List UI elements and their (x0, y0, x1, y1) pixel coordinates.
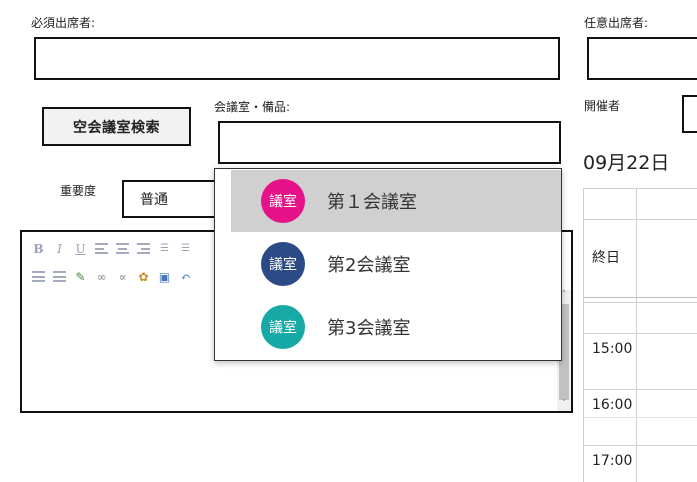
outdent-icon[interactable] (30, 268, 47, 285)
day-calendar: 終日 15:00 16:00 17:00 (583, 188, 697, 482)
bold-icon[interactable]: B (33, 241, 44, 256)
align-center-icon[interactable] (114, 240, 131, 257)
room-option[interactable]: 議室 第１会議室 (231, 170, 561, 232)
calendar-line (584, 333, 697, 334)
unlink-icon[interactable]: ∝ (118, 269, 127, 284)
room-option[interactable]: 議室 第2会議室 (231, 233, 561, 295)
room-option-label: 第3会議室 (327, 318, 411, 339)
scroll-up-icon[interactable]: ˄ (561, 290, 567, 300)
optional-attendees-input[interactable] (587, 37, 697, 80)
calendar-header-line (584, 219, 697, 220)
undo-icon[interactable]: ↶ (180, 269, 191, 284)
room-badge: 議室 (261, 242, 305, 286)
underline-icon[interactable]: U (75, 241, 86, 256)
palette-icon[interactable]: ✿ (138, 269, 149, 284)
priority-value: 普通 (140, 192, 168, 208)
calendar-line (584, 389, 697, 390)
room-option[interactable]: 議室 第3会議室 (231, 296, 561, 358)
calendar-line (584, 445, 697, 446)
room-equipment-label: 会議室・備品: (214, 100, 291, 114)
image-icon[interactable]: ▣ (158, 269, 171, 284)
time-slot-label: 15:00 (592, 341, 633, 357)
edit-icon[interactable]: ✎ (75, 269, 86, 284)
all-day-label: 終日 (592, 250, 620, 266)
align-right-icon[interactable] (135, 240, 152, 257)
room-badge: 議室 (261, 179, 305, 223)
indent-icon[interactable] (51, 268, 68, 285)
all-day-line (584, 297, 697, 298)
calendar-line (584, 302, 697, 303)
organizer-input[interactable] (682, 95, 697, 133)
scroll-down-icon[interactable]: ˅ (561, 399, 567, 409)
ordered-list-icon[interactable]: ☰ (160, 243, 169, 254)
editor-scrollbar-thumb[interactable] (559, 304, 569, 400)
unordered-list-icon[interactable]: ☰ (181, 243, 190, 254)
time-slot-label: 17:00 (592, 453, 633, 469)
required-attendees-label: 必須出席者: (31, 16, 96, 30)
room-option-label: 第１会議室 (327, 192, 417, 213)
italic-icon[interactable]: I (57, 241, 62, 256)
priority-select[interactable]: 普通 (122, 180, 222, 218)
align-left-icon[interactable] (93, 240, 110, 257)
calendar-time-divider (636, 189, 637, 482)
link-icon[interactable]: ∞ (96, 269, 107, 284)
room-option-label: 第2会議室 (327, 255, 411, 276)
room-badge: 議室 (261, 305, 305, 349)
room-equipment-input[interactable] (218, 121, 561, 164)
required-attendees-input[interactable] (34, 37, 560, 80)
calendar-half-line (584, 417, 697, 418)
date-heading: 09月22日 (583, 152, 670, 174)
priority-label: 重要度 (60, 184, 97, 198)
optional-attendees-label: 任意出席者: (584, 16, 649, 30)
time-slot-label: 16:00 (592, 397, 633, 413)
organizer-label: 開催者 (584, 99, 621, 113)
room-dropdown: 議室 第１会議室 議室 第2会議室 議室 第3会議室 (214, 168, 562, 361)
search-empty-room-button[interactable]: 空会議室検索 (42, 107, 191, 146)
